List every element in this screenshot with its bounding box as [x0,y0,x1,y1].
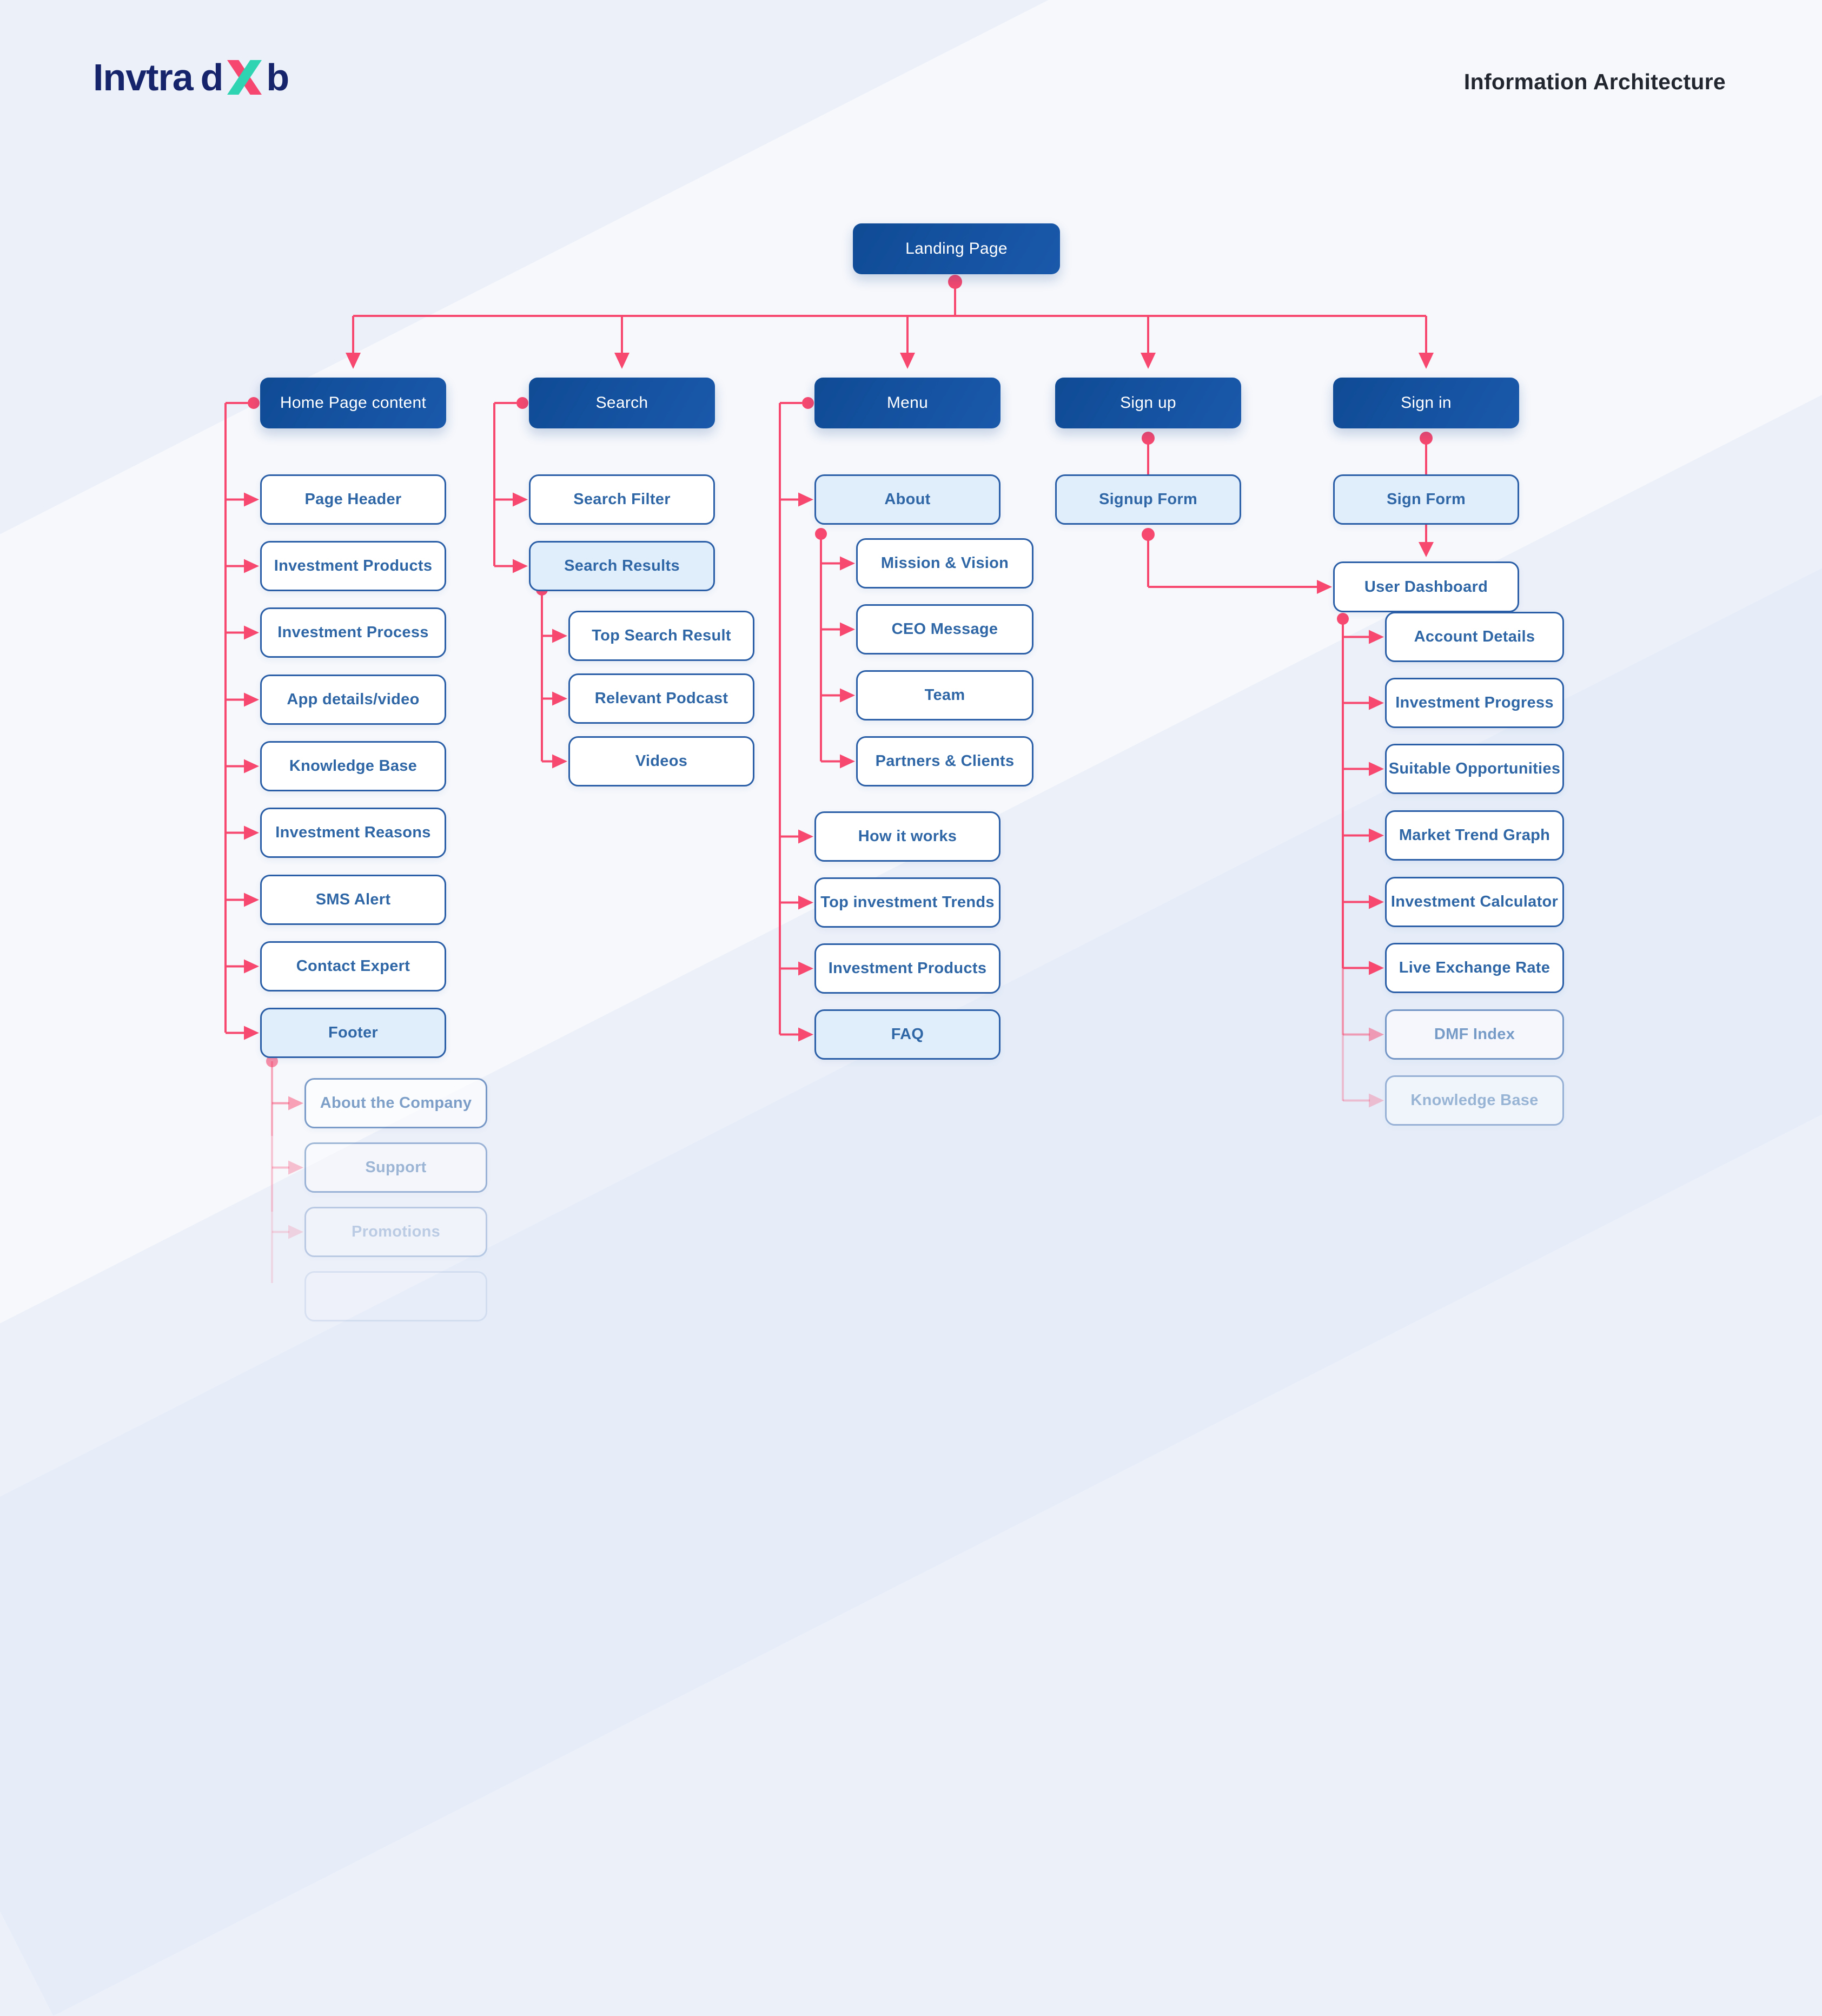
node-menu-investment-products: Investment Products [814,943,1001,994]
trunk-connectors [352,282,1427,354]
node-home-page-content: Home Page content [260,378,446,428]
node-investment-products: Investment Products [260,541,446,591]
node-how-it-works: How it works [814,811,1001,862]
node-team: Team [856,670,1033,721]
home-column-lines [224,402,248,1034]
node-about-the-company: About the Company [304,1078,487,1128]
node-faq: FAQ [814,1009,1001,1060]
logo-text-mid: d [200,56,224,98]
menu-column-arrowheads [798,397,855,1042]
node-dmf-index: DMF Index [1385,1009,1564,1060]
node-partners-clients: Partners & Clients [856,736,1033,786]
node-user-dashboard: User Dashboard [1333,561,1519,612]
node-support: Support [304,1142,487,1193]
node-contact-expert: Contact Expert [260,941,446,992]
logo-text-end: b [266,56,289,98]
node-mission-vision: Mission & Vision [856,538,1033,589]
signup-column-arrowheads [1142,432,1332,594]
logo-text-start: Invtra [93,56,194,98]
footer-subtree-lines [266,1055,303,1283]
node-signup-form: Signup Form [1055,474,1241,525]
node-search-filter: Search Filter [529,474,715,525]
node-relevant-podcast: Relevant Podcast [568,673,754,724]
search-column-lines [493,402,553,763]
node-ceo-message: CEO Message [856,604,1033,655]
node-investment-progress: Investment Progress [1385,678,1564,728]
connector-lines [224,275,1434,1283]
node-sign-form: Sign Form [1333,474,1519,525]
node-account-details: Account Details [1385,612,1564,662]
node-landing-page: Landing Page [853,223,1060,274]
signin-column-arrowheads [1337,432,1434,1108]
trunk-arrowheads [346,275,1434,369]
node-videos: Videos [568,736,754,786]
node-investment-calculator: Investment Calculator [1385,877,1564,927]
node-footer: Footer [260,1008,446,1058]
node-page-header: Page Header [260,474,446,525]
node-suitable-opportunities: Suitable Opportunities [1385,744,1564,794]
information-architecture-page: { "brand": { "word_start": "Invtra", "wo… [0,0,1822,1321]
node-top-search-result: Top Search Result [568,611,754,661]
logo-x-icon [227,60,262,95]
node-live-exchange-rate: Live Exchange Rate [1385,943,1564,993]
node-investment-process: Investment Process [260,607,446,658]
node-search-results: Search Results [529,541,715,591]
node-sign-up: Sign up [1055,378,1241,428]
node-sign-in: Sign in [1333,378,1519,428]
node-knowledge-base: Knowledge Base [260,741,446,791]
home-column-arrowheads [244,397,260,1040]
page-title: Information Architecture [1463,69,1726,94]
node-sms-alert: SMS Alert [260,875,446,925]
node-about: About [814,474,1001,525]
node-top-investment-trends: Top investment Trends [814,877,1001,928]
menu-column-lines [779,402,841,1036]
signin-column-lines [1342,438,1427,1102]
node-investment-reasons: Investment Reasons [260,808,446,858]
node-dashboard-knowledge-base: Knowledge Base [1385,1075,1564,1126]
node-promotions: Promotions [304,1207,487,1257]
node-footer-ghost-item [304,1271,487,1321]
node-search: Search [529,378,715,428]
node-menu: Menu [814,378,1001,428]
node-app-details-video: App details/video [260,675,446,725]
node-market-trend-graph: Market Trend Graph [1385,810,1564,861]
